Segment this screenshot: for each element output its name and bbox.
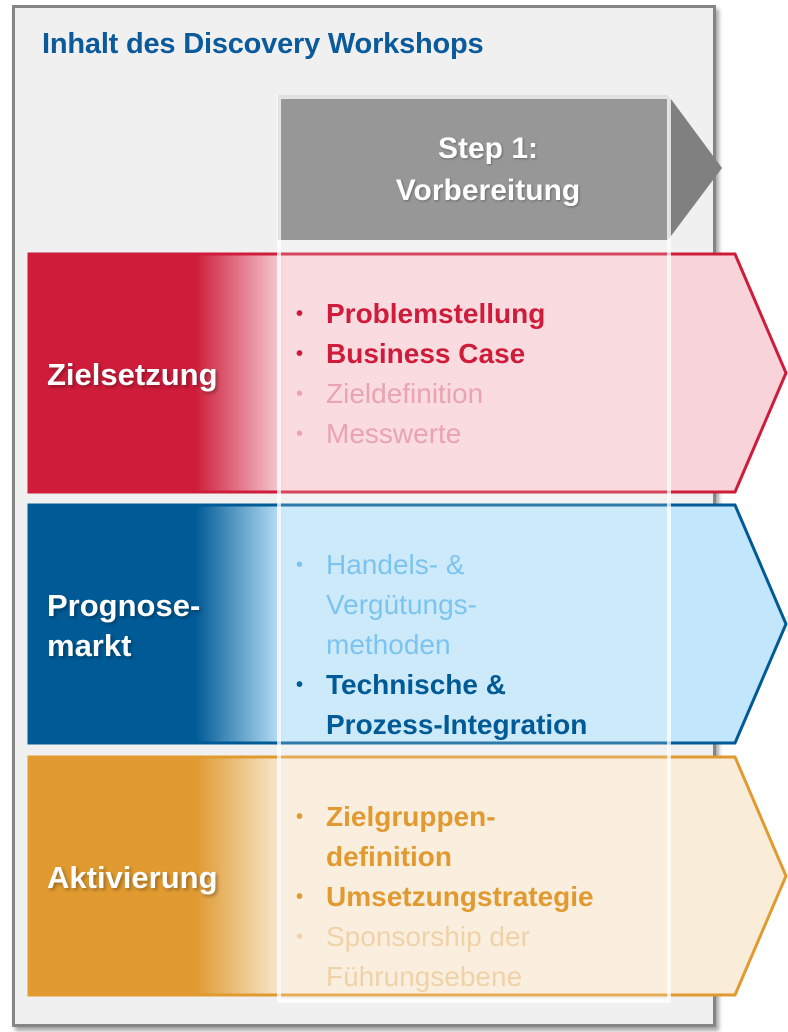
row-arrow-prognosemarkt <box>27 503 788 745</box>
bullet-text: Zielgruppen- <box>326 801 496 832</box>
step-name: Vorbereitung <box>395 174 581 207</box>
bullet-item-line: • Messwerte <box>296 414 545 454</box>
bullet-text: methoden <box>326 629 451 660</box>
bullet-item-line: definition <box>296 837 594 877</box>
bullet-item-line: methoden <box>296 625 587 665</box>
row-label-line: Zielsetzung <box>47 357 218 392</box>
row-label-line: Aktivierung <box>47 860 218 895</box>
bullet-text: Umsetzungstrategie <box>326 881 594 912</box>
bullet-item-line: • Zielgruppen- <box>296 797 594 837</box>
bullet-text: Führungsebene <box>326 961 523 992</box>
bullet-list-aktivierung: • Zielgruppen-definition • Umsetzungstrateg… <box>296 797 594 997</box>
bullet-icon: • <box>296 886 304 908</box>
bullet-text: Zieldefinition <box>326 378 484 409</box>
row-label-prognosemarkt: Prognose-markt <box>47 586 200 666</box>
bullet-text: Sponsorship der <box>326 921 530 952</box>
bullet-list-prognosemarkt: • Handels- & Vergütungs-methoden • Technisch… <box>296 545 587 745</box>
bullet-icon: • <box>296 343 304 365</box>
bullet-item-line: • Umsetzungstrategie <box>296 877 594 917</box>
page-title: Inhalt des Discovery Workshops <box>42 28 484 60</box>
bullet-item-line: • Problemstellung <box>296 294 545 334</box>
bullet-item-line: Führungsebene <box>296 957 594 997</box>
bullet-icon: • <box>296 554 304 576</box>
bullet-text: definition <box>326 841 452 872</box>
row-label-zielsetzung: Zielsetzung <box>47 355 218 395</box>
step-label: Step 1: Vorbereitung <box>278 128 698 212</box>
bullet-icon: • <box>296 926 304 948</box>
step-number: Step 1: <box>437 132 539 165</box>
bullet-text: Prozess-Integration <box>326 709 588 740</box>
bullet-text: Problemstellung <box>326 298 546 329</box>
bullet-text: Vergütungs- <box>326 589 477 620</box>
bullet-text: Messwerte <box>326 418 462 449</box>
bullet-icon: • <box>296 423 304 445</box>
row-arrow-zielsetzung <box>27 252 788 494</box>
bullet-item-line: • Business Case <box>296 334 545 374</box>
bullet-icon: • <box>296 303 304 325</box>
bullet-item-line: • Technische & <box>296 665 587 705</box>
row-label-aktivierung: Aktivierung <box>47 858 218 898</box>
bullet-text: Business Case <box>326 338 526 369</box>
row-label-line: Prognose- <box>47 588 201 623</box>
step-column-highlight <box>277 95 671 1003</box>
row-arrow-aktivierung <box>27 755 788 997</box>
bullet-icon: • <box>296 383 304 405</box>
step-arrow <box>278 95 722 240</box>
bullet-item-line: • Sponsorship der <box>296 917 594 957</box>
bullet-list-zielsetzung: • Problemstellung • Business Case • Zieldefin… <box>296 294 545 454</box>
row-label-line: markt <box>47 628 132 663</box>
bullet-icon: • <box>296 806 304 828</box>
bullet-item-line: • Zieldefinition <box>296 374 545 414</box>
bullet-item-line: • Handels- & <box>296 545 587 585</box>
bullet-item-line: Vergütungs- <box>296 585 587 625</box>
bullet-text: Handels- & <box>326 549 465 580</box>
bullet-text: Technische & <box>326 669 506 700</box>
bullet-icon: • <box>296 674 304 696</box>
bullet-item-line: Prozess-Integration <box>296 705 587 745</box>
